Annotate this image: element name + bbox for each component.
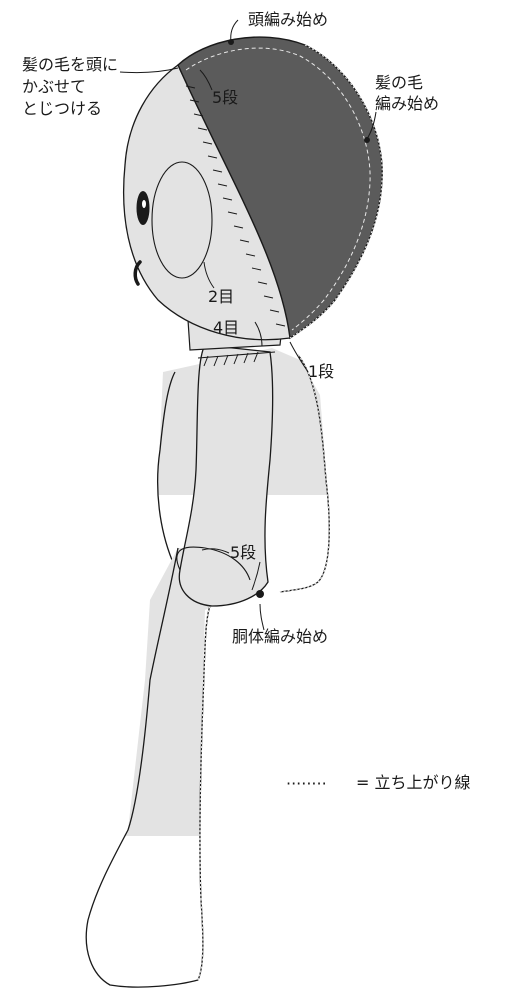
- label-hair-row5: 5段: [212, 88, 239, 107]
- label-body-start: 胴体編み始め: [232, 627, 329, 646]
- leg: [85, 547, 240, 988]
- side-ellipse: [151, 161, 213, 279]
- hair-cap: [177, 36, 383, 340]
- head-start-marker: [228, 39, 234, 45]
- label-body-row5: 5段: [230, 543, 257, 562]
- legend-line: ········: [286, 774, 327, 793]
- pointers: [119, 19, 377, 631]
- label-head-start: 頭編み始め: [248, 10, 329, 29]
- arm: [176, 344, 276, 607]
- legend-text: = 立ち上がり線: [356, 773, 471, 792]
- label-attach-hair: 髪の毛を頭に かぶせて とじつける: [22, 55, 119, 118]
- label-hair-start: 髪の毛 編み始め: [375, 73, 440, 113]
- body-start-marker: [256, 590, 264, 598]
- eye: [136, 191, 150, 225]
- hair-start-marker: [364, 137, 370, 143]
- label-stitch-4: 4目: [213, 318, 240, 337]
- label-stitch-2: 2目: [208, 287, 235, 306]
- head: [122, 64, 301, 341]
- label-row-1: 1段: [308, 362, 335, 381]
- mouth: [133, 260, 142, 286]
